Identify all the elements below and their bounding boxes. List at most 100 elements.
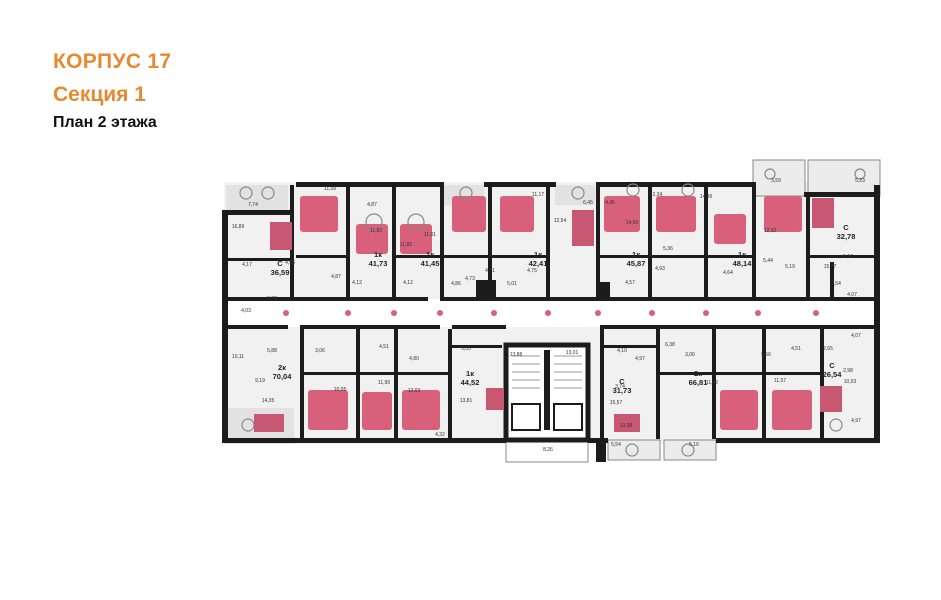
stairwell bbox=[503, 342, 591, 443]
room-area-label: 4,03 bbox=[241, 308, 251, 314]
sofas bbox=[254, 198, 842, 432]
balcony bbox=[607, 439, 661, 461]
apt-area: 36,59 bbox=[271, 268, 290, 277]
outer-walls bbox=[222, 182, 880, 462]
apt-area: 44,52 bbox=[461, 378, 480, 387]
room-area-label: 9,19 bbox=[255, 378, 265, 384]
room-area-label: 12,54 bbox=[554, 218, 567, 224]
apt-area: 32,78 bbox=[837, 232, 856, 241]
room-area-label: 5,88 bbox=[267, 348, 277, 354]
apt-type: 2к bbox=[278, 363, 286, 372]
room-area-label: 11,99 bbox=[378, 380, 390, 386]
room-area-label: 4,07 bbox=[851, 333, 861, 339]
room-area-label: 3,76 bbox=[267, 296, 277, 302]
room-area-label: 4,97 bbox=[851, 418, 861, 424]
room-area-label: 4,93 bbox=[655, 266, 665, 272]
room-area-label: 12,03 bbox=[408, 388, 421, 394]
balcony bbox=[807, 159, 881, 197]
apt-type: С bbox=[619, 377, 625, 386]
room-area-label: 2,98 bbox=[843, 368, 853, 374]
room-area-label: 12,34 bbox=[650, 192, 663, 198]
room-area-label: 2,65 bbox=[823, 346, 833, 352]
room-area-label: 5,03 bbox=[461, 346, 471, 352]
room-area-label: 4,57 bbox=[625, 280, 635, 286]
section-title: Секция 1 bbox=[53, 83, 146, 106]
room-area-labels-top: 7,74 11,09 4,87 11,01 11,17 12,54 6,45 4,45 14,0… bbox=[232, 178, 865, 314]
room-area-label: 4,45 bbox=[605, 200, 615, 206]
room-area-label: 4,64 bbox=[723, 270, 733, 276]
balcony bbox=[226, 185, 288, 211]
room-area-label: 3,74 bbox=[615, 384, 625, 390]
room-area-label: 13,01 bbox=[566, 350, 579, 356]
apt-area: 48,14 bbox=[733, 259, 753, 268]
room-area-label: 11,01 bbox=[424, 232, 436, 238]
room-area-label: 3,06 bbox=[315, 348, 325, 354]
room-area-label: 11,83 bbox=[370, 228, 382, 234]
room-area-label: 4,07 bbox=[847, 292, 857, 298]
room-area-label: 4,73 bbox=[465, 276, 475, 282]
room-area-label: 11,57 bbox=[774, 378, 786, 384]
room-area-label: 11,17 bbox=[532, 192, 544, 198]
apt-type: 1к bbox=[466, 369, 474, 378]
room-area-label: 4,12 bbox=[403, 280, 413, 286]
room-area-label: 14,96 bbox=[700, 194, 713, 200]
room-area-label: 4,87 bbox=[331, 274, 341, 280]
room-area-label: 10,93 bbox=[844, 379, 857, 385]
room-area-label: 5,17 bbox=[843, 254, 853, 260]
room-area-label: 16,89 bbox=[232, 224, 245, 230]
apartment-labels: С 36,59 1к 41,73 1к 41,45 1к 42,41 1к 45… bbox=[271, 223, 856, 395]
room-area-label: 5,44 bbox=[763, 258, 773, 264]
apt-type: 1к bbox=[534, 250, 542, 259]
apt-type: 1к bbox=[374, 250, 382, 259]
beds bbox=[300, 196, 812, 430]
room-area-label: 5,36 bbox=[663, 246, 673, 252]
room-area-label: 6,38 bbox=[665, 342, 675, 348]
room-area-label: 6,45 bbox=[583, 200, 593, 206]
room-area-label: 13,81 bbox=[460, 398, 473, 404]
apt-type: С bbox=[277, 259, 283, 268]
room-area-label: 4,75 bbox=[527, 268, 537, 274]
apt-type: 1к bbox=[738, 250, 746, 259]
door-markers bbox=[283, 310, 819, 316]
room-area-label: 7,74 bbox=[248, 202, 258, 208]
room-area-label: 4,87 bbox=[367, 202, 377, 208]
room-area-label: 2,54 bbox=[831, 281, 841, 287]
room-area-label: 4,32 bbox=[435, 432, 445, 438]
apt-area: 42,41 bbox=[529, 259, 548, 268]
apt-type: С bbox=[829, 361, 835, 370]
room-area-label: 15,77 bbox=[824, 264, 837, 270]
apt-area: 45,87 bbox=[627, 259, 646, 268]
building-title: КОРПУС 17 bbox=[53, 50, 172, 73]
apt-area: 31,73 bbox=[613, 386, 632, 395]
room-area-label: 11,09 bbox=[324, 186, 336, 192]
room-area-label: 5,16 bbox=[689, 442, 699, 448]
apt-type: 1к bbox=[632, 250, 640, 259]
floor-plan-title: План 2 этажа bbox=[53, 114, 157, 131]
room-area-label: 3,59 bbox=[771, 178, 781, 184]
room-area-label: 15,57 bbox=[610, 400, 623, 406]
room-area-label: 5,01 bbox=[507, 281, 517, 287]
tables bbox=[239, 168, 866, 457]
room-area-label: 10,95 bbox=[334, 387, 347, 393]
room-area-label: 5,19 bbox=[785, 264, 795, 270]
room-area-label: 5,54 bbox=[611, 442, 621, 448]
balcony bbox=[752, 159, 806, 197]
room-area-label: 14,00 bbox=[626, 220, 639, 226]
room-area-label: 4,97 bbox=[635, 356, 645, 362]
room-area-label: 8,26 bbox=[543, 447, 553, 453]
balcony bbox=[555, 185, 595, 205]
room-area-label: 4,71 bbox=[485, 268, 495, 274]
room-area-label: 10,11 bbox=[232, 354, 244, 360]
room-area-label: 11,02 bbox=[706, 380, 718, 386]
apt-area: 41,73 bbox=[369, 259, 388, 268]
apt-type: С bbox=[843, 223, 849, 232]
apt-area: 70,04 bbox=[273, 372, 293, 381]
apt-area: 26,54 bbox=[823, 370, 843, 379]
room-area-label: 12,32 bbox=[764, 228, 777, 234]
room-area-label: 4,17 bbox=[242, 262, 252, 268]
room-area-label: 4,95 bbox=[285, 260, 295, 266]
balcony bbox=[663, 439, 717, 461]
room-area-label: 3,06 bbox=[685, 352, 695, 358]
